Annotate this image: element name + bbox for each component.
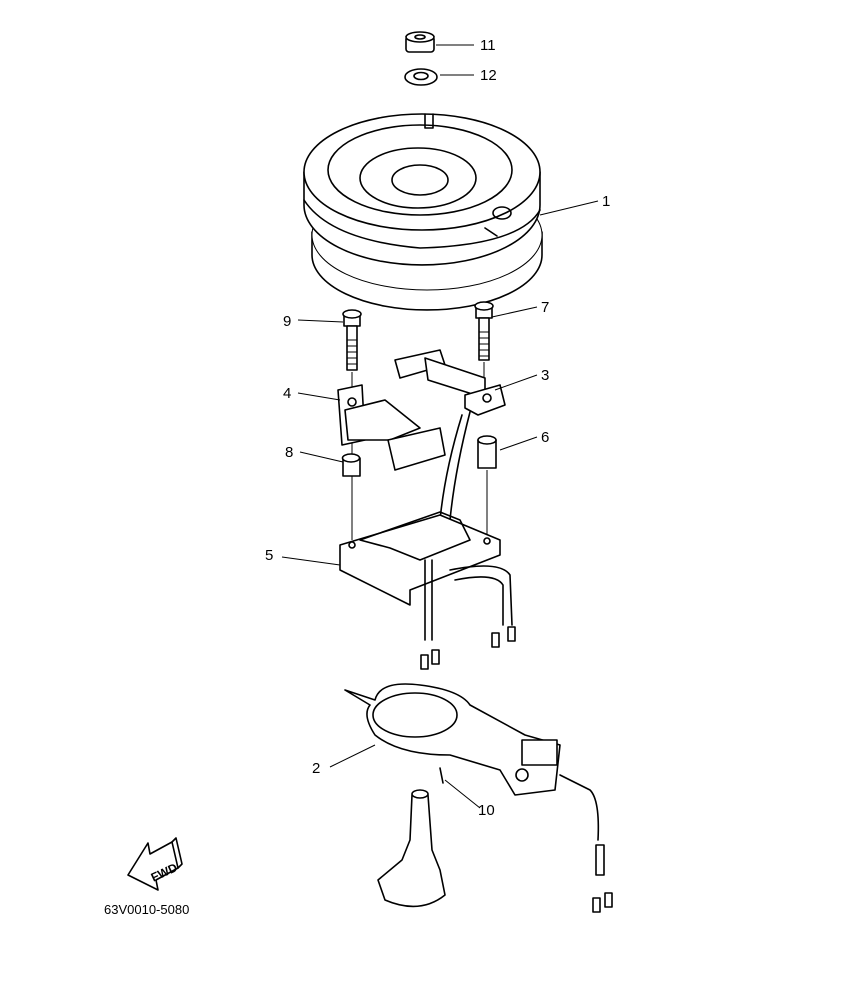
label-2: 2 [312,760,320,777]
collar-part-6 [477,435,497,540]
label-3: 3 [541,367,549,384]
label-5: 5 [265,547,273,564]
label-8: 8 [285,444,293,461]
drawing-code: 63V0010-5080 [104,902,189,917]
label-7: 7 [541,299,549,316]
label-10: 10 [478,802,495,819]
crankshaft-end [377,789,446,908]
nut-part-11 [405,31,435,53]
label-1: 1 [602,193,610,210]
bracket-part-2 [344,683,613,913]
pin-part-10 [439,767,444,784]
base-plate-part-5 [339,511,516,670]
fwd-arrow-icon: FWD [127,837,183,891]
collar-part-8 [341,453,361,540]
label-12: 12 [480,67,497,84]
label-11: 11 [480,37,496,54]
washer-part-12 [404,68,438,86]
leader-lines [281,44,599,809]
label-4: 4 [283,385,291,402]
pulser-coil-part-4 [337,384,446,471]
charge-coil-part-3 [394,349,506,416]
flywheel-part-1 [303,113,543,311]
label-6: 6 [541,429,549,446]
label-9: 9 [283,313,291,330]
coil-wires [439,411,471,521]
